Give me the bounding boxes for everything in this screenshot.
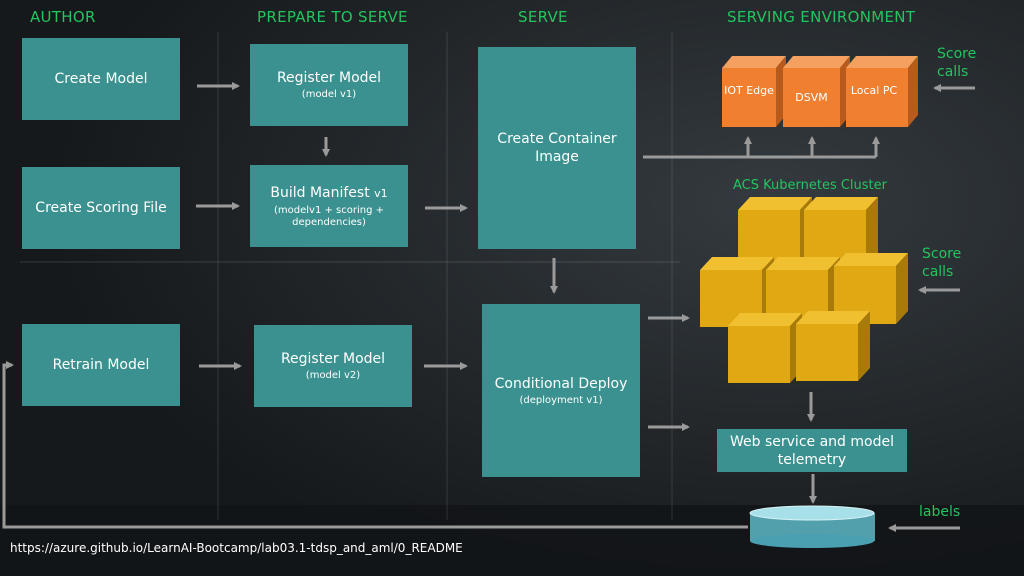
labels-label: labels — [919, 504, 961, 520]
footer-url[interactable]: https://azure.github.io/LearnAI-Bootcamp… — [10, 541, 463, 555]
web-service-box: Web service and model telemetry — [717, 429, 907, 472]
retrain-model-box: Retrain Model — [22, 324, 180, 406]
register-model-v1-label: Register Model — [276, 70, 382, 86]
build-manifest-label: Build Manifest — [270, 184, 370, 201]
author-header: AUTHOR — [30, 8, 96, 26]
score-calls-top-label: Score calls — [937, 46, 977, 80]
create-model-box: Create Model — [22, 38, 180, 120]
web-service-label: Web service and model telemetry — [730, 433, 894, 468]
cube-iot-edge-label: IOT Edge — [724, 84, 774, 97]
create-scoring-file-box: Create Scoring File — [22, 167, 180, 249]
serving-environment-header: SERVING ENVIRONMENT — [727, 8, 916, 26]
build-manifest-title: Build Manifest v1 — [270, 184, 387, 203]
conditional-deploy-label: Conditional Deploy — [494, 375, 628, 392]
score-calls-mid-label: Score calls — [922, 246, 962, 280]
retrain-model-label: Retrain Model — [52, 357, 150, 373]
conditional-deploy-box: Conditional Deploy (deployment v1) — [482, 304, 640, 477]
create-model-label: Create Model — [54, 71, 148, 87]
create-container-image-label: Create Container Image — [497, 131, 617, 165]
register-model-v2-box: Register Model (model v2) — [254, 325, 412, 407]
prepare-header: PREPARE TO SERVE — [257, 8, 408, 26]
register-model-v1-box: Register Model (model v1) — [250, 44, 408, 126]
build-manifest-box: Build Manifest v1 (modelv1 + scoring + d… — [250, 165, 408, 247]
create-container-image-box: Create Container Image — [478, 47, 636, 249]
build-manifest-sub: (modelv1 + scoring + dependencies) — [273, 204, 384, 228]
kubernetes-cluster-label: ACS Kubernetes Cluster — [733, 178, 887, 193]
cube-local-pc-label: Local PC — [850, 84, 898, 97]
register-model-v2-label: Register Model — [280, 351, 386, 367]
serve-header: SERVE — [518, 8, 568, 26]
build-manifest-version: v1 — [374, 186, 388, 200]
conditional-deploy-sub: (deployment v1) — [519, 394, 603, 406]
create-scoring-file-label: Create Scoring File — [35, 200, 167, 216]
register-model-v2-sub: (model v2) — [305, 370, 361, 381]
register-model-v1-sub: (model v1) — [301, 89, 357, 100]
cube-dsvm-label: DSVM — [795, 91, 828, 104]
